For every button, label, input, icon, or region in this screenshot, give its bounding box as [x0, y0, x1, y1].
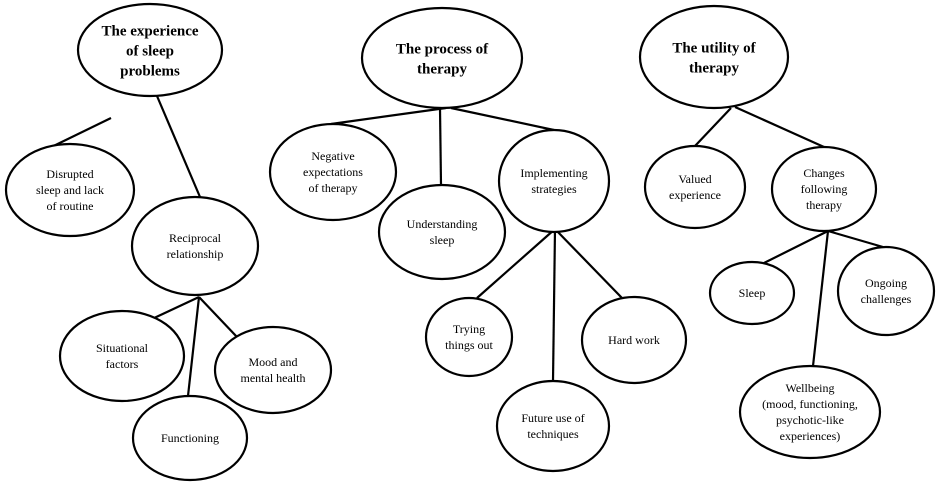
node-label-line: Situational [96, 341, 149, 355]
node-label-line: therapy [806, 198, 842, 212]
node-label-line: The utility of [672, 40, 756, 56]
node-ellipse [76, 2, 224, 98]
node-label-line: therapy [689, 60, 739, 76]
node-ellipse [377, 183, 507, 281]
node-ellipse [360, 6, 524, 110]
node-ellipse [131, 394, 249, 482]
edge-t3c2-t3c2b [811, 230, 830, 367]
edge-t2c3-t2c3c [554, 228, 623, 299]
node-label-line: (mood, functioning, [762, 397, 858, 411]
node-label-line: Understanding [407, 217, 478, 231]
node-label-line: things out [445, 338, 493, 352]
node-label-line: techniques [527, 427, 579, 441]
node-ellipse [130, 195, 260, 297]
subtheme-node-t3c2a: Sleep [708, 260, 796, 326]
subtheme-node-t1c1: Disrupted sleep and lack of routine [4, 142, 136, 238]
node-ellipse [58, 309, 186, 403]
node-ellipse [268, 122, 398, 222]
edge-t2-t2c2 [438, 107, 443, 186]
node-label-line: Changes [803, 166, 845, 180]
node-label-line: Mood and [249, 355, 298, 369]
subtheme-node-t1c2a: Situational factors [58, 309, 186, 403]
subtheme-node-t2c3b: Future use of techniques [495, 379, 611, 473]
subtheme-node-t3c2: Changes following therapy [770, 145, 878, 233]
node-label-line: The experience [101, 23, 198, 39]
subtheme-node-t2c3a: Trying things out [424, 296, 514, 378]
edge-t2c3-t2c3b [551, 228, 557, 382]
node-ellipse [497, 128, 611, 234]
edge-t3-t3c1 [694, 107, 732, 147]
node-label-line: The process of [396, 41, 489, 57]
node-label-line: strategies [531, 182, 577, 196]
node-ellipse [580, 295, 688, 385]
theme-node-t2: The process of therapy [360, 6, 524, 110]
node-label-line: Reciprocal [169, 231, 222, 245]
subtheme-node-t2c2: Understanding sleep [377, 183, 507, 281]
subtheme-node-t3c2b: Wellbeing (mood, functioning, psychotic-li… [738, 364, 882, 460]
edge-t1-t1c2 [155, 95, 202, 198]
edge-t2-t2c1 [330, 106, 447, 126]
node-label-line: Future use of [521, 411, 584, 425]
node-label-line: Valued [678, 172, 711, 186]
theme-node-t3: The utility of therapy [638, 4, 790, 110]
node-ellipse [708, 260, 796, 326]
node-label-line: factors [106, 357, 139, 371]
node-label-line: expectations [303, 165, 363, 179]
edge-t3-t3c2 [734, 105, 825, 149]
edge-t3c2-t3c2a [761, 230, 829, 265]
node-label-line: Wellbeing [785, 381, 834, 395]
edge-t3c2-t3c2c [827, 229, 884, 249]
node-label-line: Sleep [739, 286, 766, 300]
diagram-edges [34, 95, 884, 397]
node-ellipse [424, 296, 514, 378]
node-label-line: of sleep [126, 43, 174, 59]
subtheme-node-t1c2: Reciprocal relationship [130, 195, 260, 297]
node-label-line: of therapy [309, 181, 358, 195]
node-label-line: Trying [453, 322, 485, 336]
node-ellipse [836, 245, 936, 337]
node-label-line: Functioning [161, 431, 219, 445]
subtheme-node-t1c2b: Functioning [131, 394, 249, 482]
edge-t1c2-t1c2a [151, 296, 200, 320]
node-ellipse [738, 364, 882, 460]
node-ellipse [213, 325, 333, 415]
node-label-line: relationship [167, 247, 224, 261]
node-label-line: Negative [311, 149, 354, 163]
subtheme-node-t3c1: Valued experience [643, 144, 747, 230]
node-label-line: sleep [430, 233, 455, 247]
node-label-line: of routine [47, 199, 94, 213]
subtheme-node-t1c2c: Mood and mental health [213, 325, 333, 415]
node-label-line: psychotic-like [776, 413, 844, 427]
node-label-line: problems [120, 63, 180, 79]
node-label-line: experience [669, 188, 721, 202]
subtheme-node-t3c2c: Ongoing challenges [836, 245, 936, 337]
edge-t1c2-t1c2b [186, 296, 201, 397]
node-label-line: challenges [861, 292, 912, 306]
node-label-line: Implementing [520, 166, 587, 180]
node-label-line: mental health [241, 371, 306, 385]
edge-t2c3-t2c3a [476, 228, 556, 299]
node-ellipse [638, 4, 790, 110]
node-ellipse [643, 144, 747, 230]
edge-t1c2-t1c2c [198, 296, 238, 338]
theme-node-t1: The experience of sleep problems [76, 2, 224, 98]
node-label-line: experiences) [780, 429, 841, 443]
subtheme-node-t2c3c: Hard work [580, 295, 688, 385]
edge-t2-t2c3 [450, 106, 555, 132]
node-label-line: Ongoing [865, 276, 907, 290]
subtheme-node-t2c1: Negative expectations of therapy [268, 122, 398, 222]
node-ellipse [4, 142, 136, 238]
node-label-line: following [801, 182, 848, 196]
node-label-line: Hard work [608, 333, 660, 347]
node-ellipse [770, 145, 878, 233]
node-label-line: sleep and lack [36, 183, 104, 197]
node-label-line: therapy [417, 61, 467, 77]
node-ellipse [495, 379, 611, 473]
subtheme-node-t2c3: Implementing strategies [497, 128, 611, 234]
node-label-line: Disrupted [46, 167, 93, 181]
